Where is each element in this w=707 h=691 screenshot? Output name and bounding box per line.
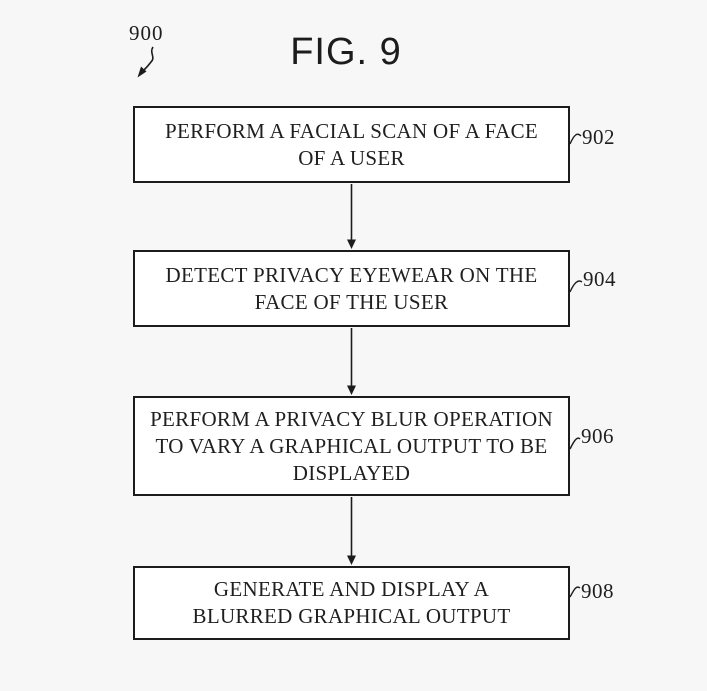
- ref-label-908: 908: [581, 579, 614, 603]
- figure-number-label: 900: [129, 21, 164, 45]
- flow-step-908: GENERATE AND DISPLAY A BLURRED GRAPHICAL…: [133, 566, 570, 640]
- flow-step-text: DISPLAYED: [292, 460, 411, 485]
- leader-line-908: [569, 586, 581, 598]
- flow-step-904: DETECT PRIVACY EYEWEAR ON THE FACE OF TH…: [133, 250, 570, 327]
- label-900-arrowhead-icon: [137, 66, 147, 78]
- flow-step-text: DETECT PRIVACY EYEWEAR ON THE: [165, 262, 538, 287]
- leader-line-904: [569, 280, 583, 293]
- flow-step-902: PERFORM A FACIAL SCAN OF A FACE OF A USE…: [133, 106, 570, 183]
- flow-step-text: PERFORM A PRIVACY BLUR OPERATION: [150, 406, 553, 431]
- ref-label-904: 904: [583, 267, 616, 291]
- ref-label-906: 906: [581, 424, 614, 448]
- flow-step-text: FACE OF THE USER: [254, 289, 449, 314]
- flow-step-text: OF A USER: [298, 145, 405, 170]
- flow-step-text: BLURRED GRAPHICAL OUTPUT: [192, 604, 511, 628]
- flow-step-text: PERFORM A FACIAL SCAN OF A FACE: [164, 118, 539, 143]
- leader-line-902: [569, 133, 582, 145]
- arrowhead-906-to-908-icon: [347, 555, 356, 565]
- label-900-leader-arrow: [143, 46, 154, 71]
- ref-label-902: 902: [582, 125, 615, 149]
- arrowhead-902-to-904-icon: [347, 239, 356, 249]
- figure-title: FIG. 9: [290, 31, 402, 73]
- flow-step-906: PERFORM A PRIVACY BLUR OPERATION TO VARY…: [133, 396, 570, 496]
- leader-line-906: [569, 437, 581, 450]
- flow-step-text: GENERATE AND DISPLAY A: [213, 577, 490, 601]
- arrowhead-904-to-906-icon: [347, 385, 356, 395]
- flow-step-text: TO VARY A GRAPHICAL OUTPUT TO BE: [155, 433, 548, 458]
